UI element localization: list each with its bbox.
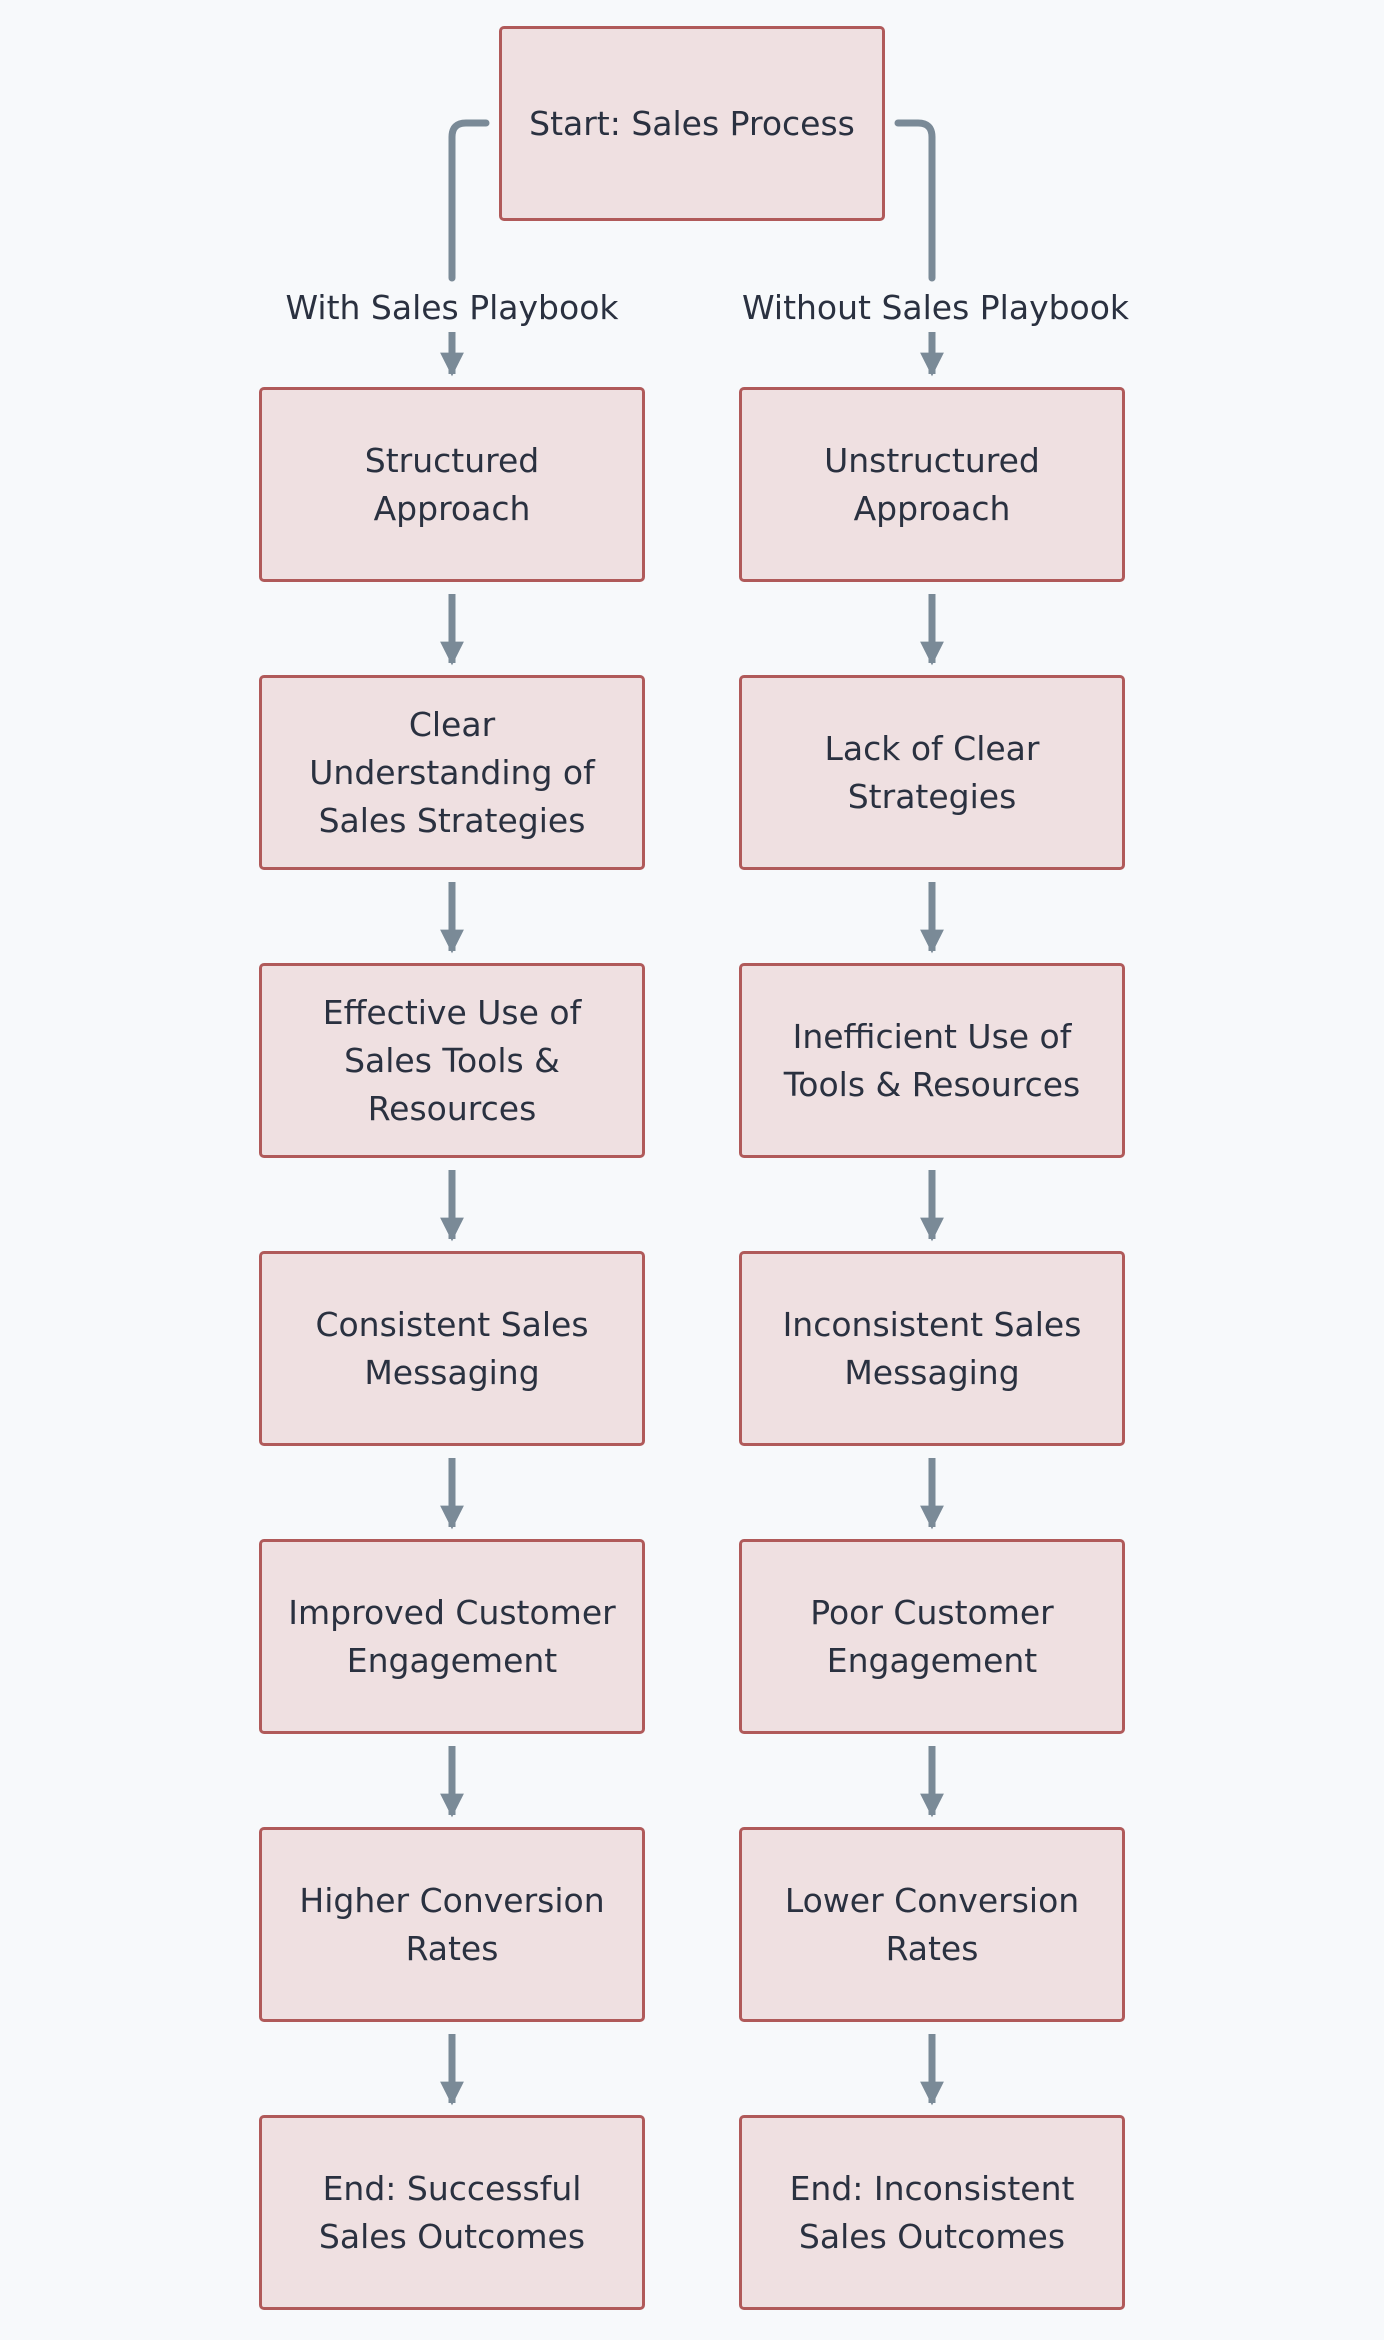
node-inefficient-use: Inefficient Use of Tools & Resources — [739, 963, 1125, 1158]
node-label: Improved Customer Engagement — [288, 1592, 616, 1680]
node-improved-engagement: Improved Customer Engagement — [259, 1539, 645, 1734]
edge-label-with-playbook: With Sales Playbook — [282, 286, 622, 330]
node-unstructured-approach: Unstructured Approach — [739, 387, 1125, 582]
node-label: Structured Approach — [364, 440, 540, 528]
node-label: Inconsistent Sales Messaging — [782, 1304, 1082, 1392]
node-label: End: Inconsistent Sales Outcomes — [789, 2168, 1075, 2256]
node-consistent-messaging: Consistent Sales Messaging — [259, 1251, 645, 1446]
node-lower-conversion: Lower Conversion Rates — [739, 1827, 1125, 2022]
node-start: Start: Sales Process — [499, 26, 885, 221]
node-effective-use: Effective Use of Sales Tools & Resources — [259, 963, 645, 1158]
node-start-label: Start: Sales Process — [529, 103, 855, 143]
node-structured-approach: Structured Approach — [259, 387, 645, 582]
edge-start-to-with-playbook — [448, 119, 490, 282]
node-clear-understanding: Clear Understanding of Sales Strategies — [259, 675, 645, 870]
edge-start-to-without-playbook — [894, 119, 936, 282]
node-label: End: Successful Sales Outcomes — [318, 2168, 586, 2256]
node-label: Inefficient Use of Tools & Resources — [783, 1016, 1081, 1104]
node-label: Unstructured Approach — [824, 440, 1040, 528]
node-label: Effective Use of Sales Tools & Resources — [322, 992, 582, 1128]
node-label: Lack of Clear Strategies — [824, 728, 1040, 816]
node-label: Poor Customer Engagement — [810, 1592, 1054, 1680]
node-poor-engagement: Poor Customer Engagement — [739, 1539, 1125, 1734]
node-label: Clear Understanding of Sales Strategies — [309, 704, 595, 840]
edge-label-without-playbook: Without Sales Playbook — [742, 286, 1129, 330]
node-higher-conversion: Higher Conversion Rates — [259, 1827, 645, 2022]
node-end-successful: End: Successful Sales Outcomes — [259, 2115, 645, 2310]
node-inconsistent-messaging: Inconsistent Sales Messaging — [739, 1251, 1125, 1446]
node-label: Lower Conversion Rates — [784, 1880, 1080, 1968]
node-lack-of-strategies: Lack of Clear Strategies — [739, 675, 1125, 870]
node-end-inconsistent: End: Inconsistent Sales Outcomes — [739, 2115, 1125, 2310]
node-label: Higher Conversion Rates — [299, 1880, 605, 1968]
node-label: Consistent Sales Messaging — [315, 1304, 589, 1392]
